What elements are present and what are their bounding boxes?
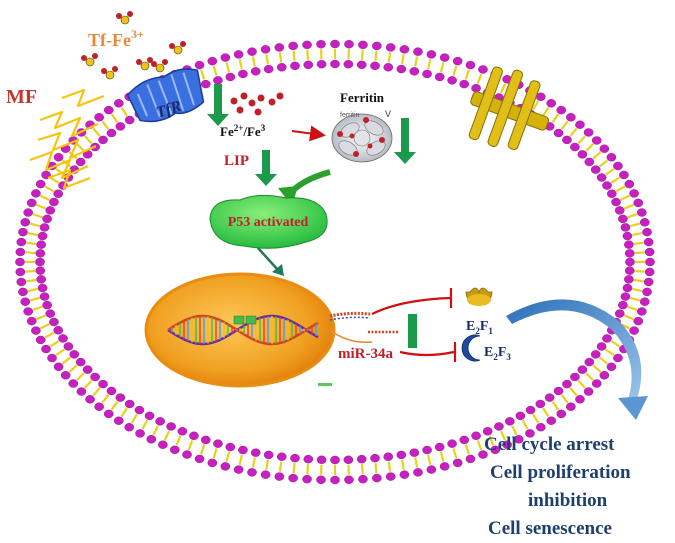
cell-membrane bbox=[15, 39, 655, 485]
tfr-receptor bbox=[126, 68, 205, 123]
p53-to-nucleus-arrowhead bbox=[272, 264, 284, 276]
outcome-curve-arrowhead bbox=[618, 396, 648, 420]
mir-increase-bar bbox=[408, 314, 417, 348]
ferritin-small-label: ferritin bbox=[340, 112, 360, 119]
outcomes: Cell cycle arrest Cell proliferation inh… bbox=[484, 434, 631, 539]
outcome-cell-cycle-arrest: Cell cycle arrest bbox=[484, 434, 615, 455]
fe-to-ferritin-arrow bbox=[291, 125, 326, 142]
green-down-arrows bbox=[207, 84, 417, 348]
tf-fe-molecules bbox=[81, 11, 186, 80]
fe-ratio-label: Fe2+/Fe3 bbox=[220, 123, 266, 139]
p53-to-nucleus-line bbox=[257, 247, 279, 271]
inhibit-e2f3 bbox=[399, 350, 455, 357]
magnetic-field-bolts bbox=[29, 88, 105, 190]
mir34a-label: miR-34a bbox=[338, 346, 393, 362]
ferritin-complex bbox=[331, 113, 393, 163]
p53-label: P53 activated bbox=[228, 215, 309, 230]
lip-increase-arrow bbox=[255, 150, 277, 186]
outcome-inhibition: inhibition bbox=[528, 490, 608, 511]
mf-label: MF bbox=[6, 86, 37, 108]
lip-label: LIP bbox=[224, 153, 249, 169]
ferritin-label: Ferritin bbox=[340, 90, 385, 105]
e2f3-label: E2F3 bbox=[484, 345, 511, 362]
ferritin-decrease-arrow bbox=[394, 118, 416, 164]
ferritin-v-mark: V bbox=[385, 109, 391, 119]
e2f1-label: E2F1 bbox=[466, 319, 493, 336]
e2f3-shape bbox=[461, 334, 481, 362]
outcome-cell-senescence: Cell senescence bbox=[488, 518, 612, 539]
tf-fe-label: Tf-Fe3+ bbox=[88, 27, 144, 50]
mirna-strand bbox=[329, 311, 398, 343]
fe-ions bbox=[230, 92, 284, 116]
e2f1-shape bbox=[465, 287, 493, 306]
inhibit-e2f1 bbox=[371, 296, 451, 315]
p53-shape bbox=[209, 194, 328, 249]
outcome-cell-proliferation: Cell proliferation bbox=[490, 462, 631, 483]
inhibition-lines bbox=[371, 288, 457, 362]
dna-helix bbox=[167, 314, 319, 346]
outcome-curve-arrow bbox=[506, 299, 642, 402]
small-green-mark bbox=[318, 383, 332, 386]
iron-uptake-arrow bbox=[207, 84, 229, 126]
membrane-receptor-right bbox=[468, 66, 550, 151]
